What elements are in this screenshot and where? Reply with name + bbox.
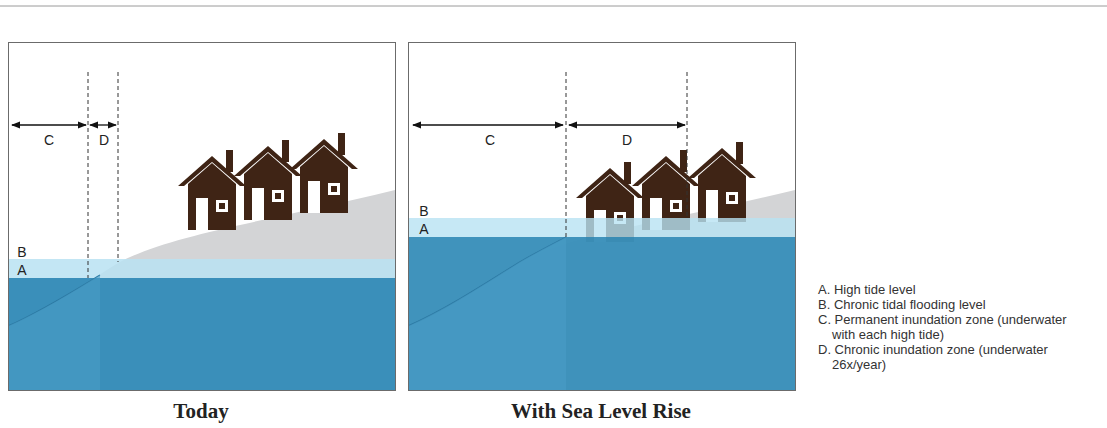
- zone-letter: C: [485, 133, 495, 147]
- legend-entry: D. Chronic inundation zone (underwater 2…: [818, 342, 1072, 372]
- legend-entry: C. Permanent inundation zone (underwater…: [818, 312, 1072, 342]
- level-letter: B: [17, 245, 26, 259]
- level-letter: A: [17, 263, 26, 277]
- panel-title: Today: [173, 401, 228, 422]
- level-letter: B: [419, 204, 428, 218]
- sea-level-rise-panel: [408, 42, 795, 390]
- zone-letter: D: [622, 133, 632, 147]
- zone-letter: D: [99, 133, 109, 147]
- today-panel: [8, 42, 395, 390]
- level-letter: A: [419, 222, 428, 236]
- zone-letter: C: [44, 133, 54, 147]
- legend-entry: A. High tide level: [818, 282, 1072, 297]
- legend-entry: B. Chronic tidal flooding level: [818, 297, 1072, 312]
- panel-title: With Sea Level Rise: [511, 401, 691, 422]
- legend: A. High tide levelB. Chronic tidal flood…: [818, 282, 1072, 372]
